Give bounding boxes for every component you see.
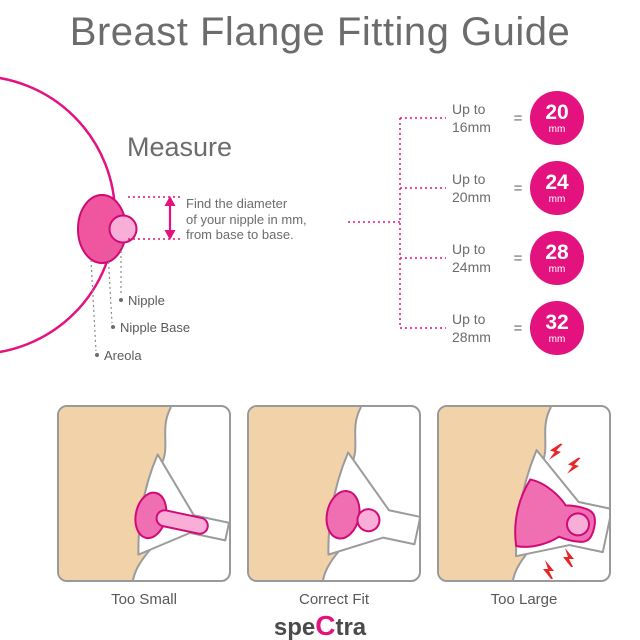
range-top: Up to [452,100,486,117]
flange-size-value: 20 [545,100,569,124]
anatomy-label-areola: Areola [104,348,142,363]
measurement-arrow-icon [164,196,176,240]
equals-sign: = [513,109,523,127]
instruction-line: from base to base. [186,227,294,243]
measure-instruction: Find the diameter of your nipple in mm, … [186,196,307,243]
pain-bolt-icons [543,443,581,579]
range-bottom: 24mm [452,259,491,275]
size-row: Up to 24mm = 28 mm [452,230,592,286]
flange-size-unit: mm [548,193,566,205]
nipple-shape [356,508,381,533]
measure-guide-lines [128,196,180,240]
flange-size-value: 28 [545,240,569,264]
size-row: Up to 16mm = 20 mm [452,90,592,146]
logo-text-post: tra [335,614,367,640]
flange-size-badge: 20 mm [530,91,584,145]
pain-bolt-icon [549,443,563,460]
range-bottom: 28mm [452,329,491,345]
equals-sign: = [513,319,523,337]
panel-label-too-large: Too Large [490,591,558,608]
size-chart-connector-lines [348,117,446,329]
fit-illustration-correct-fit [249,407,419,580]
fit-panel-correct-fit [247,405,421,582]
nipple-range-label: Up to 16mm [452,100,506,136]
range-top: Up to [452,240,486,257]
brand-logo: speCtra [0,610,640,640]
equals-sign: = [513,179,523,197]
fit-illustration-too-small [59,407,229,580]
nipple-range-label: Up to 20mm [452,170,506,206]
flange-group [325,451,419,556]
logo-text-pre: spe [273,614,316,640]
anatomy-leader-dots [95,298,123,357]
flange-size-badge: 24 mm [530,161,584,215]
range-bottom: 16mm [452,119,491,135]
anatomy-label-nipple: Nipple [128,293,165,308]
panel-label-too-small: Too Small [111,591,177,608]
anatomy-leader-lines [90,246,122,352]
flange-size-value: 32 [545,310,569,334]
flange-size-value: 24 [545,170,569,194]
flange-group [514,449,609,558]
range-top: Up to [452,310,486,327]
nipple-squeezed-shape [155,509,209,535]
pain-bolt-icon [563,548,574,567]
flange-size-badge: 32 mm [530,301,584,355]
instruction-line: Find the diameter [186,196,288,211]
flange-size-unit: mm [548,123,566,135]
page-title: Breast Flange Fitting Guide [69,10,571,54]
equals-sign: = [513,249,523,267]
pain-bolt-icon [567,457,581,474]
size-row: Up to 20mm = 24 mm [452,160,592,216]
nipple-shape [566,512,591,537]
range-top: Up to [452,170,486,187]
nipple-range-label: Up to 28mm [452,310,506,346]
fit-panel-too-small [57,405,231,582]
flange-size-badge: 28 mm [530,231,584,285]
pain-bolt-icon [543,560,554,579]
panel-label-correct-fit: Correct Fit [298,591,369,608]
nipple-shape [108,214,138,244]
instruction-line: of your nipple in mm, [186,211,307,227]
size-row: Up to 28mm = 32 mm [452,300,592,356]
nipple-range-label: Up to 24mm [452,240,506,276]
flange-size-unit: mm [548,263,566,275]
anatomy-label-nipple-base: Nipple Base [120,320,191,335]
measure-heading: Measure [127,132,233,162]
flange-size-unit: mm [548,333,566,345]
flange-group [134,453,229,556]
fit-illustration-too-large [439,407,609,580]
logo-accent-letter: C [315,610,336,640]
fit-panel-too-large [437,405,611,582]
range-bottom: 20mm [452,189,491,205]
